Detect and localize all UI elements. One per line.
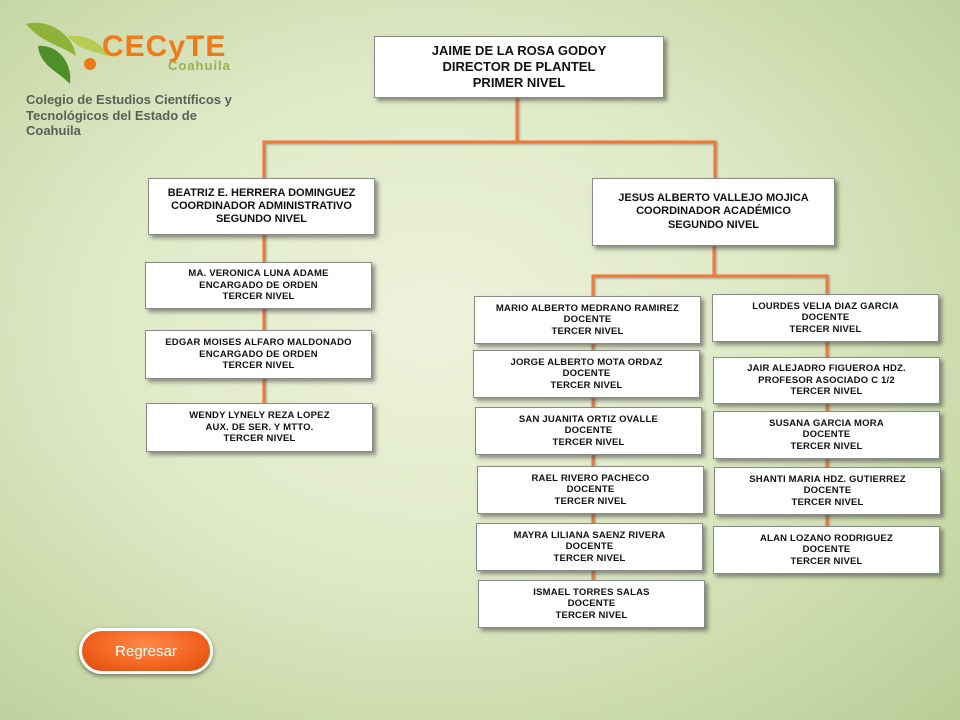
teacher-level: TERCER NIVEL xyxy=(555,609,628,621)
teacher-role: DOCENTE xyxy=(563,314,612,326)
admin-coordinator-name: BEATRIZ E. HERRERA DOMINGUEZ xyxy=(167,186,356,199)
staff-level: TERCER NIVEL xyxy=(222,360,295,372)
admin-staff-box-3: WENDY LYNELY REZA LOPEZ AUX. DE SER. Y M… xyxy=(146,403,373,452)
teacher-level: TERCER NIVEL xyxy=(550,379,623,391)
teacher-role: PROFESOR ASOCIADO C 1/2 xyxy=(758,374,895,386)
teacher-name: MARIO ALBERTO MEDRANO RAMIREZ xyxy=(495,302,680,314)
director-name: JAIME DE LA ROSA GODOY xyxy=(431,43,607,59)
teacher-name: JAIR ALEJADRO FIGUEROA HDZ. xyxy=(747,363,906,375)
teacher-level: TERCER NIVEL xyxy=(790,440,863,452)
staff-role: AUX. DE SER. Y MTTO. xyxy=(205,421,314,433)
brand-name: CECyTE xyxy=(102,30,227,63)
brand-subtitle: Coahuila xyxy=(168,58,231,73)
director-role: DIRECTOR DE PLANTEL xyxy=(442,59,596,75)
cecyte-logo xyxy=(18,16,248,126)
admin-coordinator-box: BEATRIZ E. HERRERA DOMINGUEZ COORDINADOR… xyxy=(148,178,375,235)
teacher-name: ISMAEL TORRES SALAS xyxy=(533,586,650,598)
teacher-level: TERCER NIVEL xyxy=(790,555,863,567)
teacher-role: DOCENTE xyxy=(566,484,615,496)
teacher-name: SHANTI MARIA HDZ. GUTIERREZ xyxy=(749,473,906,485)
institution-line-2: Tecnológicos del Estado de Coahuila xyxy=(26,107,197,139)
teacher-left-box-6: ISMAEL TORRES SALAS DOCENTE TERCER NIVEL xyxy=(478,580,705,628)
teacher-level: TERCER NIVEL xyxy=(789,323,862,335)
academic-coordinator-box: JESUS ALBERTO VALLEJO MOJICA COORDINADOR… xyxy=(592,178,835,246)
regresar-button-label: Regresar xyxy=(115,642,177,660)
teacher-level: TERCER NIVEL xyxy=(552,436,625,448)
teacher-name: JORGE ALBERTO MOTA ORDAZ xyxy=(510,356,663,368)
admin-coordinator-role: COORDINADOR ADMINISTRATIVO xyxy=(171,199,352,212)
teacher-level: TERCER NIVEL xyxy=(551,325,624,337)
teacher-left-box-1: MARIO ALBERTO MEDRANO RAMIREZ DOCENTE TE… xyxy=(474,296,701,344)
academic-coordinator-level: SEGUNDO NIVEL xyxy=(667,218,760,231)
teacher-left-box-4: RAEL RIVERO PACHECO DOCENTE TERCER NIVEL xyxy=(477,466,704,514)
teacher-right-box-5: ALAN LOZANO RODRIGUEZ DOCENTE TERCER NIV… xyxy=(713,526,940,574)
staff-role: ENCARGADO DE ORDEN xyxy=(199,279,318,291)
teacher-name: ALAN LOZANO RODRIGUEZ xyxy=(760,532,893,544)
staff-name: EDGAR MOISES ALFARO MALDONADO xyxy=(165,337,352,349)
teacher-right-box-4: SHANTI MARIA HDZ. GUTIERREZ DOCENTE TERC… xyxy=(714,467,941,515)
staff-role: ENCARGADO DE ORDEN xyxy=(199,348,318,360)
teacher-name: MAYRA LILIANA SAENZ RIVERA xyxy=(513,529,666,541)
admin-staff-box-2: EDGAR MOISES ALFARO MALDONADO ENCARGADO … xyxy=(145,330,372,379)
teacher-role: DOCENTE xyxy=(802,429,851,441)
teacher-role: DOCENTE xyxy=(567,598,616,610)
teacher-right-box-2: JAIR ALEJADRO FIGUEROA HDZ. PROFESOR ASO… xyxy=(713,357,940,404)
staff-level: TERCER NIVEL xyxy=(223,433,296,445)
teacher-right-box-1: LOURDES VELIA DIAZ GARCIA DOCENTE TERCER… xyxy=(712,294,939,342)
teacher-level: TERCER NIVEL xyxy=(554,495,627,507)
teacher-role: DOCENTE xyxy=(565,541,614,553)
director-level: PRIMER NIVEL xyxy=(472,74,566,90)
teacher-level: TERCER NIVEL xyxy=(791,496,864,508)
staff-name: WENDY LYNELY REZA LOPEZ xyxy=(189,410,330,422)
teacher-name: LOURDES VELIA DIAZ GARCIA xyxy=(752,300,899,312)
teacher-name: SAN JUANITA ORTIZ OVALLE xyxy=(518,413,659,425)
institution-line-1: Colegio de Estudios Científicos y xyxy=(26,92,232,107)
teacher-role: DOCENTE xyxy=(803,485,852,497)
teacher-role: DOCENTE xyxy=(802,544,851,556)
teacher-left-box-5: MAYRA LILIANA SAENZ RIVERA DOCENTE TERCE… xyxy=(476,523,703,571)
teacher-left-box-3: SAN JUANITA ORTIZ OVALLE DOCENTE TERCER … xyxy=(475,407,702,455)
leaf-swirl-icon xyxy=(26,22,108,84)
teacher-role: DOCENTE xyxy=(564,425,613,437)
staff-name: MA. VERONICA LUNA ADAME xyxy=(188,268,329,280)
teacher-name: SUSANA GARCIA MORA xyxy=(769,417,884,429)
teacher-role: DOCENTE xyxy=(562,368,611,380)
admin-staff-box-1: MA. VERONICA LUNA ADAME ENCARGADO DE ORD… xyxy=(145,262,372,309)
teacher-level: TERCER NIVEL xyxy=(553,552,626,564)
regresar-button[interactable]: Regresar xyxy=(79,628,213,674)
academic-coordinator-name: JESUS ALBERTO VALLEJO MOJICA xyxy=(618,192,809,205)
staff-level: TERCER NIVEL xyxy=(222,291,295,303)
teacher-level: TERCER NIVEL xyxy=(790,386,863,398)
director-box: JAIME DE LA ROSA GODOY DIRECTOR DE PLANT… xyxy=(374,36,664,98)
admin-coordinator-level: SEGUNDO NIVEL xyxy=(215,213,308,226)
teacher-role: DOCENTE xyxy=(801,312,850,324)
teacher-left-box-2: JORGE ALBERTO MOTA ORDAZ DOCENTE TERCER … xyxy=(473,350,700,398)
teacher-right-box-3: SUSANA GARCIA MORA DOCENTE TERCER NIVEL xyxy=(713,411,940,459)
teacher-name: RAEL RIVERO PACHECO xyxy=(531,472,650,484)
academic-coordinator-role: COORDINADOR ACADÉMICO xyxy=(636,205,791,218)
institution-name: Colegio de Estudios Científicos y Tecnol… xyxy=(26,92,246,139)
